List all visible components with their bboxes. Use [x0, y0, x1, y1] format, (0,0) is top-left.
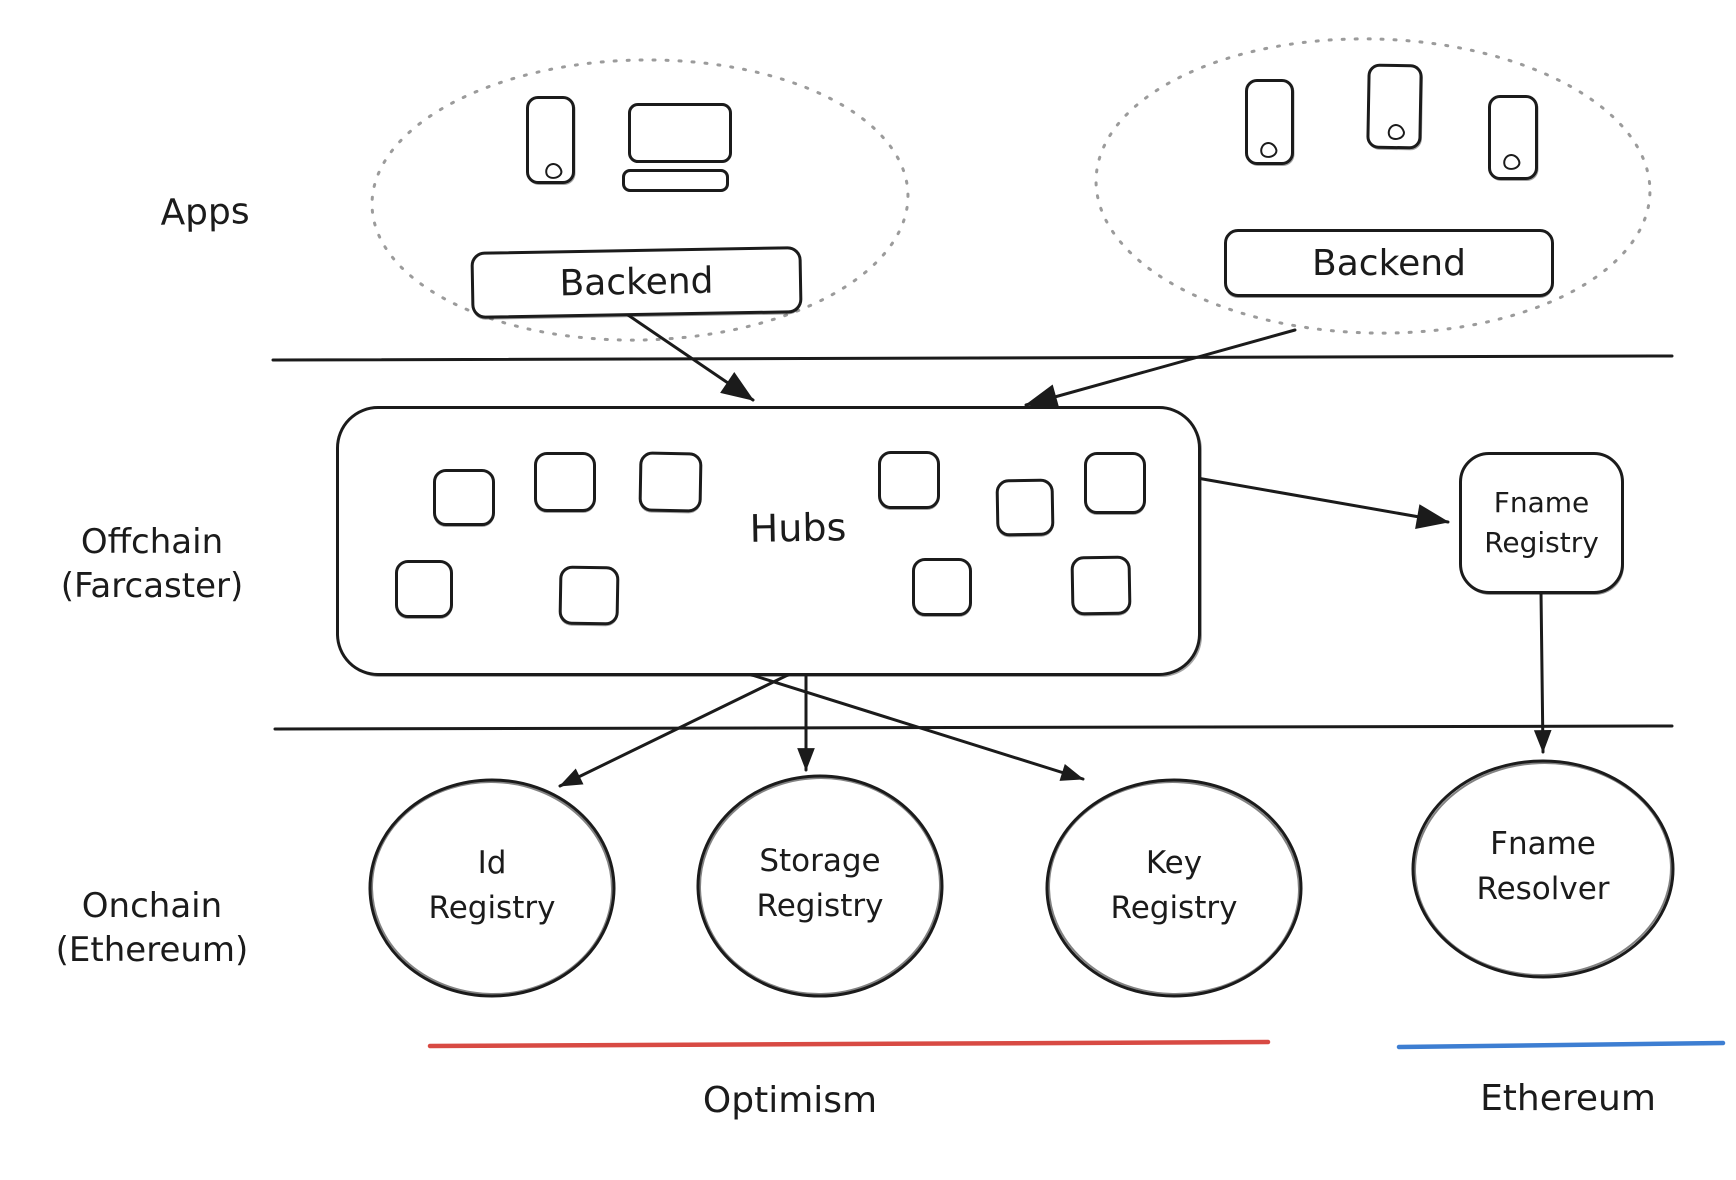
offchain-layer-label-line1: Offchain [80, 522, 224, 562]
hub-node [395, 560, 453, 618]
ethereum-label: Ethereum [1480, 1078, 1656, 1119]
hub-node [638, 451, 703, 513]
arrow-hubs-to-id-registry [558, 668, 800, 788]
id-registry-label: Id Registry [382, 841, 602, 931]
key-registry-circle [1045, 778, 1303, 998]
fname-registry-label-line2: Registry [1484, 526, 1599, 559]
key-registry-label-line2: Registry [1110, 890, 1238, 926]
divider-apps-offchain [271, 354, 1674, 362]
hub-node [912, 558, 972, 616]
hub-node [995, 478, 1055, 537]
arrow-fname-registry-to-fname-resolver [1533, 590, 1552, 754]
onchain-layer-label-line2: (Ethereum) [55, 930, 249, 970]
hub-node [878, 451, 940, 509]
phone-icon [1366, 63, 1423, 150]
fname-resolver-label-line1: Fname [1490, 826, 1596, 862]
hub-node [1084, 452, 1146, 514]
fname-registry-label-line1: Fname [1493, 486, 1590, 519]
fname-resolver-label: Fname Resolver [1433, 822, 1653, 912]
backend-label-right: Backend [1312, 242, 1466, 284]
arrow-hubs-to-key-registry [734, 668, 1085, 781]
apps-layer-label: Apps [160, 191, 250, 234]
id-registry-label-line1: Id [477, 845, 507, 881]
fname-resolver-circle [1411, 759, 1675, 979]
divider-offchain-onchain [273, 724, 1674, 731]
apple-logo-icon [542, 160, 565, 182]
storage-registry-label: Storage Registry [710, 839, 930, 929]
id-registry-circle [368, 778, 616, 998]
apple-logo-icon [1500, 151, 1523, 173]
apple-logo-icon [1257, 139, 1280, 161]
right-apps-cluster-outline [1094, 37, 1652, 335]
hubs-label: Hubs [749, 505, 847, 551]
optimism-underline [427, 1039, 1271, 1049]
backend-box-left: Backend [470, 246, 803, 319]
onchain-layer-label-line1: Onchain [81, 886, 223, 926]
id-registry-circle-sketch [371, 780, 613, 996]
ethereum-underline [1396, 1040, 1726, 1050]
arrow-hubs-to-fname-registry [1195, 476, 1450, 530]
id-registry-label-line2: Registry [428, 890, 556, 926]
key-registry-circle-sketch [1048, 780, 1300, 996]
apple-logo-icon [1385, 121, 1407, 143]
storage-registry-label-line1: Storage [759, 843, 881, 879]
hub-node [534, 452, 596, 512]
key-registry-label: Key Registry [1064, 841, 1284, 931]
hub-node [1070, 555, 1132, 616]
phone-icon [1245, 79, 1294, 165]
phone-icon [526, 96, 575, 184]
hubs-box [336, 406, 1201, 676]
fname-resolver-label-line2: Resolver [1476, 871, 1610, 907]
backend-box-right: Backend [1224, 229, 1554, 297]
arrow-right-backend-to-hubs [1024, 328, 1297, 409]
desktop-base-icon [622, 169, 729, 192]
fname-resolver-circle-sketch [1414, 761, 1672, 977]
offchain-layer-label-line2: (Farcaster) [60, 566, 244, 606]
hub-node [558, 565, 620, 626]
storage-registry-circle-sketch [699, 776, 941, 996]
desktop-monitor-icon [628, 103, 732, 163]
key-registry-label-line1: Key [1145, 845, 1203, 881]
phone-icon [1488, 95, 1538, 180]
ink-strokes-group [271, 294, 1675, 998]
storage-registry-label-line2: Registry [756, 888, 884, 924]
offchain-layer-label: Offchain (Farcaster) [12, 520, 292, 608]
hub-node [433, 469, 495, 526]
fname-registry-box: Fname Registry [1459, 452, 1624, 594]
onchain-layer-label: Onchain (Ethereum) [12, 884, 292, 972]
backend-label-left: Backend [559, 260, 714, 305]
storage-registry-circle [696, 774, 944, 998]
left-apps-cluster-outline [370, 58, 910, 342]
optimism-label: Optimism [702, 1080, 878, 1121]
